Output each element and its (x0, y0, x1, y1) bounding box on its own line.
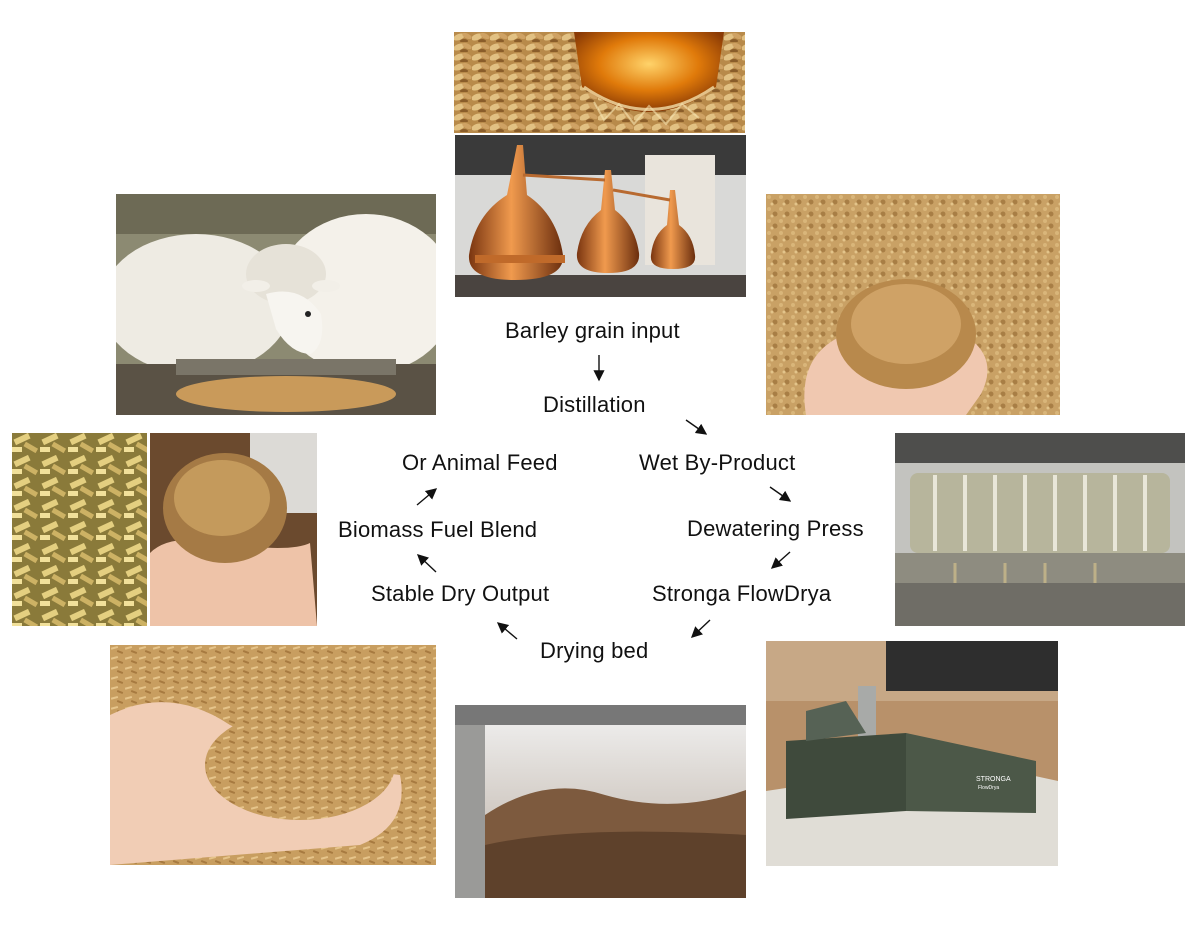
biomass-blend-photo (150, 433, 317, 626)
step-stronga-flowdrya: Stronga FlowDrya (652, 581, 832, 606)
arrow-stable-to-biomass (416, 554, 437, 573)
arrow-dewatering-to-flowdrya (770, 551, 791, 569)
arrow-wet-to-dewatering (769, 486, 792, 502)
step-dewatering-press: Dewatering Press (687, 516, 864, 541)
arrow-biomass-to-feed (416, 488, 438, 506)
arrow-dryingbed-to-stable (496, 622, 518, 640)
wood-chips-photo (12, 433, 147, 626)
wet-byproduct-photo (766, 194, 1060, 415)
step-or-animal-feed: Or Animal Feed (402, 450, 558, 475)
step-distillation: Distillation (543, 392, 646, 417)
step-barley-grain-input: Barley grain input (505, 318, 680, 343)
arrow-flowdrya-to-dryingbed (690, 619, 711, 638)
dry-output-photo (110, 645, 436, 865)
distillery-stills-photo (455, 135, 746, 297)
flowdrya-machine-photo: STRONGA FlowDrya (766, 641, 1058, 866)
arrow-distillation-to-wet (685, 419, 708, 435)
barley-grain-photo (454, 32, 745, 133)
step-stable-dry-output: Stable Dry Output (371, 581, 550, 606)
machine-model-text: FlowDrya (978, 785, 999, 791)
drying-bed-photo (455, 705, 746, 898)
step-biomass-fuel-blend: Biomass Fuel Blend (338, 517, 538, 542)
machine-brand-text: STRONGA (976, 776, 1011, 783)
step-drying-bed: Drying bed (540, 638, 649, 663)
dewatering-press-photo (895, 433, 1185, 626)
step-wet-by-product: Wet By-Product (639, 450, 796, 475)
sheep-feeding-photo (116, 194, 436, 415)
